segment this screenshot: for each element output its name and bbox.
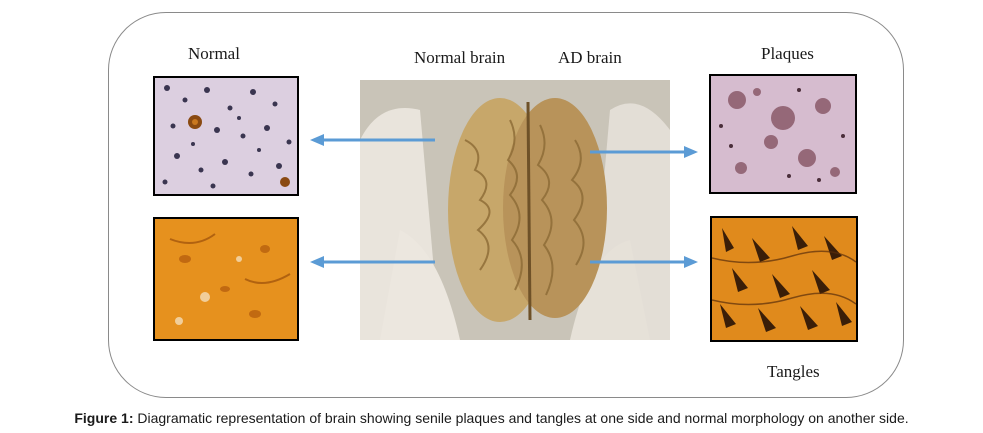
diagram-frame: [108, 12, 904, 398]
label-tangles: Tangles: [767, 362, 820, 381]
arrow-to-normal-top: [310, 134, 435, 146]
label-plaques: Plaques: [761, 44, 814, 63]
arrow-to-tangles: [590, 256, 698, 268]
tangles-histology-image: [710, 216, 858, 342]
arrow-to-normal-bottom: [310, 256, 435, 268]
normal-histology-image: [153, 76, 299, 196]
plaques-histology-image: [709, 74, 857, 194]
caption-text: Diagramatic representation of brain show…: [137, 410, 909, 426]
label-normal: Normal: [188, 44, 240, 63]
figure-caption: Figure 1: Diagramatic representation of …: [0, 410, 983, 426]
normal-neurons-image: [153, 217, 299, 341]
label-normal-brain: Normal brain: [414, 48, 506, 67]
brain-photograph: [360, 80, 670, 340]
arrow-to-plaques: [590, 146, 698, 158]
caption-prefix: Figure 1:: [74, 410, 134, 426]
label-ad-brain: AD brain: [558, 48, 622, 67]
